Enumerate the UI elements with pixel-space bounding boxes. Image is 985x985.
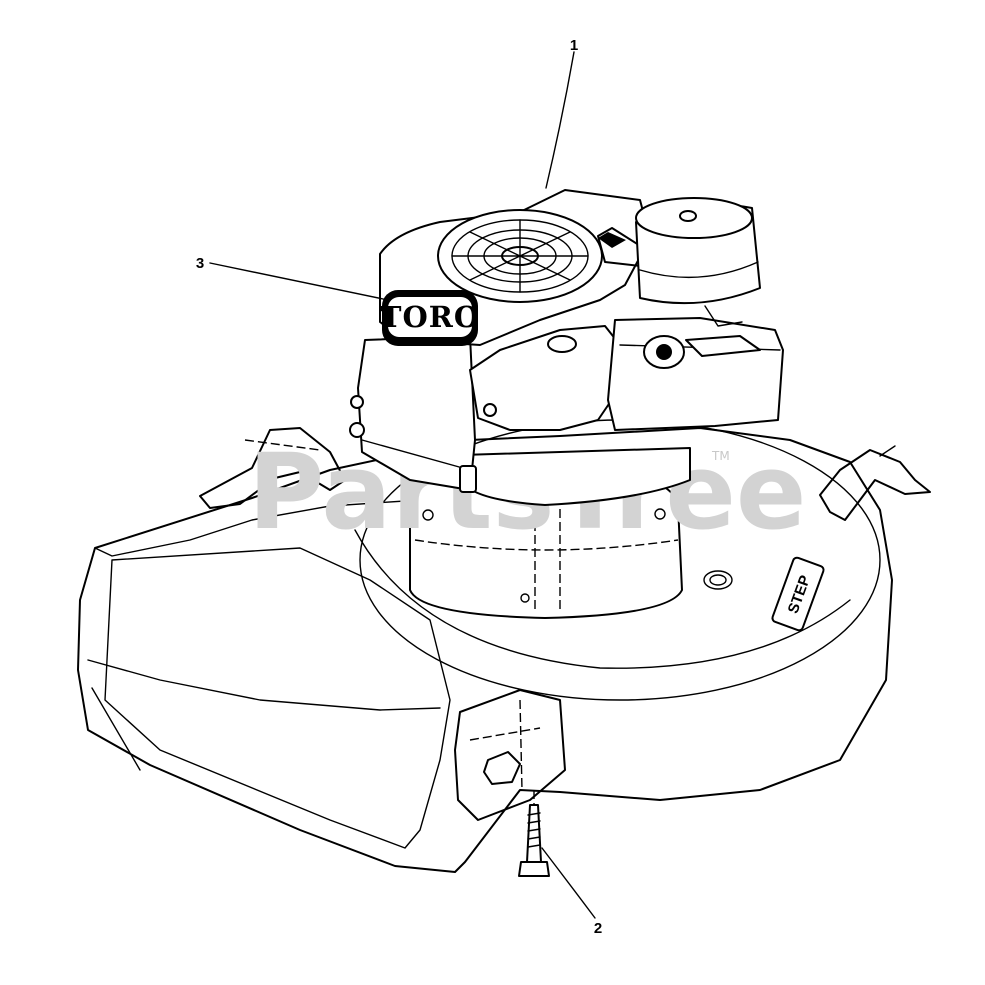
callout-1: 1	[570, 37, 578, 54]
engine-brand-text: TORO	[380, 300, 480, 334]
callout-2: 2	[594, 920, 602, 937]
leader-line-1	[545, 51, 575, 189]
leader-line-2	[541, 847, 596, 919]
callout-3: 3	[196, 255, 204, 272]
callout-labels: 1 2 3	[196, 37, 602, 937]
mower-deck: STEP	[77, 419, 931, 873]
leader-line-3	[209, 262, 389, 301]
engine: TORO	[349, 189, 784, 506]
watermark-tm: TM	[711, 449, 730, 463]
engine-brand-plate: TORO	[380, 290, 480, 346]
callout-leaders	[209, 51, 596, 919]
bolt-part	[518, 790, 550, 877]
